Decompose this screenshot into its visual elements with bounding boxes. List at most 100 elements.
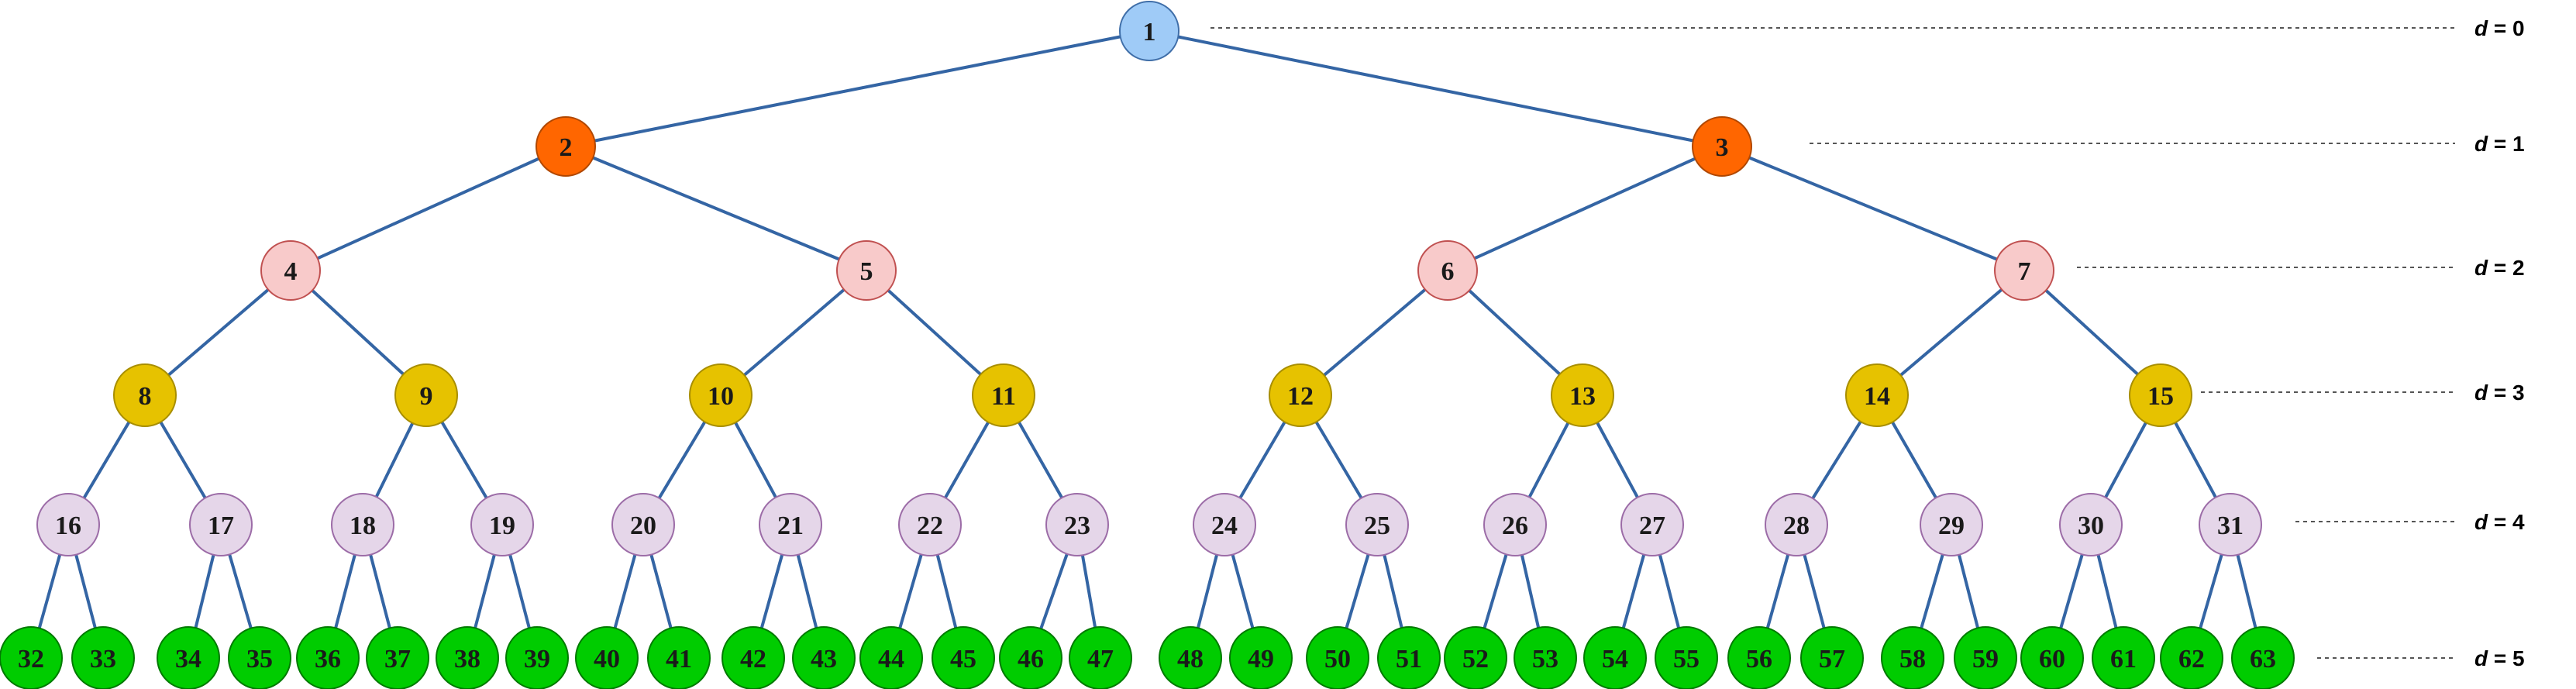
tree-node-26: 26 bbox=[1483, 493, 1547, 556]
tree-node-15: 15 bbox=[2129, 363, 2192, 427]
node-label: 2 bbox=[560, 133, 573, 162]
node-circle bbox=[836, 240, 897, 301]
node-circle bbox=[2020, 626, 2084, 689]
tree-node-46: 46 bbox=[999, 626, 1062, 689]
node-label: 8 bbox=[139, 382, 152, 411]
tree-node-4: 4 bbox=[260, 240, 321, 301]
node-label: 24 bbox=[1211, 512, 1238, 540]
node-label: 11 bbox=[991, 382, 1016, 411]
node-circle bbox=[1306, 626, 1369, 689]
node-label: 23 bbox=[1064, 512, 1090, 540]
node-circle bbox=[1994, 240, 2054, 301]
tree-node-48: 48 bbox=[1159, 626, 1222, 689]
edge-1-3 bbox=[1149, 29, 1723, 148]
tree-node-21: 21 bbox=[759, 493, 822, 556]
node-circle bbox=[1069, 626, 1132, 689]
tree-node-16: 16 bbox=[36, 493, 100, 556]
node-circle bbox=[1119, 1, 1180, 61]
node-label: 1 bbox=[1143, 18, 1156, 47]
node-circle bbox=[296, 626, 360, 689]
tree-node-29: 29 bbox=[1920, 493, 1983, 556]
tree-node-53: 53 bbox=[1514, 626, 1577, 689]
node-label: 29 bbox=[1938, 512, 1965, 540]
tree-node-56: 56 bbox=[1727, 626, 1791, 689]
node-label: 60 bbox=[2039, 645, 2065, 673]
node-circle bbox=[36, 493, 100, 556]
node-circle bbox=[2199, 493, 2262, 556]
node-circle bbox=[2059, 493, 2123, 556]
node-label: 43 bbox=[811, 645, 837, 673]
node-label: 45 bbox=[950, 645, 976, 673]
edge-3-6 bbox=[1447, 145, 1723, 272]
tree-node-63: 63 bbox=[2231, 626, 2295, 689]
depth-label-3: d = 3 bbox=[2474, 381, 2525, 405]
tree-node-20: 20 bbox=[611, 493, 675, 556]
tree-node-41: 41 bbox=[647, 626, 711, 689]
node-circle bbox=[1551, 363, 1614, 427]
tree-node-8: 8 bbox=[113, 363, 177, 427]
node-circle bbox=[394, 363, 458, 427]
node-label: 25 bbox=[1364, 512, 1390, 540]
node-label: 59 bbox=[1972, 645, 1999, 673]
node-label: 4 bbox=[284, 257, 298, 286]
node-circle bbox=[721, 626, 785, 689]
node-circle bbox=[1954, 626, 2017, 689]
node-label: 55 bbox=[1673, 645, 1700, 673]
node-circle bbox=[505, 626, 569, 689]
node-label: 53 bbox=[1532, 645, 1558, 673]
tree-node-9: 9 bbox=[394, 363, 458, 427]
node-label: 49 bbox=[1248, 645, 1274, 673]
node-circle bbox=[999, 626, 1062, 689]
node-circle bbox=[689, 363, 752, 427]
depth-label-2: d = 2 bbox=[2474, 256, 2525, 280]
edge-3-7 bbox=[1721, 145, 2025, 272]
node-circle bbox=[898, 493, 962, 556]
node-circle bbox=[2231, 626, 2295, 689]
tree-node-61: 61 bbox=[2092, 626, 2155, 689]
tree-edges bbox=[29, 29, 2264, 659]
tree-node-39: 39 bbox=[505, 626, 569, 689]
tree-node-50: 50 bbox=[1306, 626, 1369, 689]
node-label: 31 bbox=[2217, 512, 2244, 540]
node-circle bbox=[1483, 493, 1547, 556]
node-label: 13 bbox=[1569, 382, 1596, 411]
edge-1-2 bbox=[565, 29, 1150, 148]
depth-guide-lines bbox=[1211, 27, 2455, 659]
node-label: 26 bbox=[1502, 512, 1528, 540]
node-circle bbox=[470, 493, 534, 556]
node-label: 15 bbox=[2147, 382, 2174, 411]
tree-node-55: 55 bbox=[1655, 626, 1718, 689]
node-label: 5 bbox=[860, 257, 873, 286]
node-label: 12 bbox=[1287, 382, 1314, 411]
tree-node-51: 51 bbox=[1377, 626, 1441, 689]
node-label: 50 bbox=[1324, 645, 1351, 673]
node-label: 9 bbox=[420, 382, 433, 411]
node-circle bbox=[859, 626, 923, 689]
node-circle bbox=[1269, 363, 1332, 427]
node-label: 35 bbox=[246, 645, 273, 673]
node-label: 38 bbox=[454, 645, 480, 673]
tree-node-23: 23 bbox=[1045, 493, 1109, 556]
node-circle bbox=[1692, 116, 1752, 177]
node-label: 10 bbox=[708, 382, 734, 411]
node-label: 37 bbox=[384, 645, 411, 673]
node-label: 36 bbox=[315, 645, 341, 673]
node-label: 14 bbox=[1864, 382, 1890, 411]
node-circle bbox=[792, 626, 856, 689]
node-label: 56 bbox=[1746, 645, 1772, 673]
node-circle bbox=[1583, 626, 1647, 689]
node-circle bbox=[228, 626, 291, 689]
node-label: 30 bbox=[2078, 512, 2104, 540]
node-label: 58 bbox=[1899, 645, 1926, 673]
node-label: 6 bbox=[1441, 257, 1455, 286]
node-label: 54 bbox=[1602, 645, 1628, 673]
node-circle bbox=[1845, 363, 1909, 427]
node-label: 48 bbox=[1177, 645, 1204, 673]
tree-node-18: 18 bbox=[331, 493, 394, 556]
node-label: 57 bbox=[1819, 645, 1845, 673]
tree-node-12: 12 bbox=[1269, 363, 1332, 427]
node-circle bbox=[189, 493, 253, 556]
node-circle bbox=[1345, 493, 1409, 556]
tree-node-42: 42 bbox=[721, 626, 785, 689]
